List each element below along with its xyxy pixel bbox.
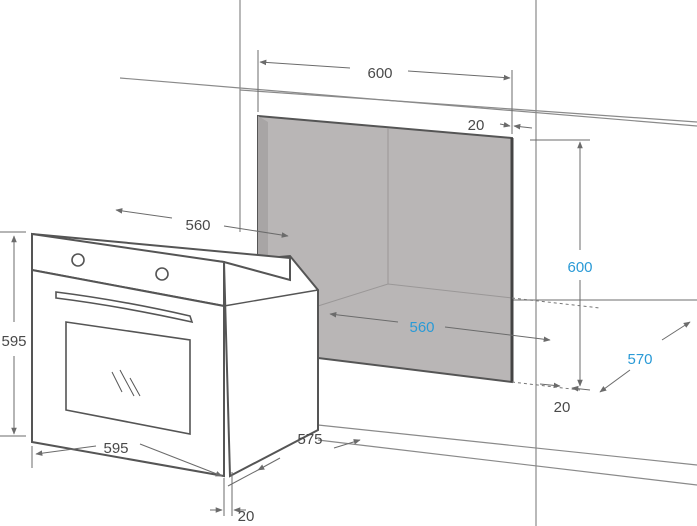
cabinet-floor-line	[317, 424, 697, 466]
dim-oven-width-b	[139, 443, 223, 477]
glass-reflection-1	[111, 371, 123, 393]
oven-door	[31, 268, 225, 478]
dim-inner-width-b	[444, 326, 551, 343]
label-niche-depth: 570	[627, 351, 652, 368]
dim-depth-a	[599, 369, 631, 393]
glass-reflection-3	[129, 377, 141, 397]
dim-oven-depth-a	[257, 457, 281, 471]
oven-window	[65, 321, 191, 435]
dim-side-gap-b	[513, 123, 533, 130]
cabinet-floor-line-2	[317, 439, 697, 486]
cavity-left-wall	[258, 116, 268, 270]
label-niche-height: 600	[567, 259, 592, 276]
label-oven-width: 595	[103, 440, 128, 457]
cavity-floor-edge	[317, 283, 513, 307]
label-niche-side-gap: 20	[468, 117, 485, 134]
oven-handle	[55, 291, 194, 324]
dim-oven-depth-b	[333, 439, 361, 449]
label-oven-height: 595	[1, 333, 26, 350]
oven-knob-left	[71, 253, 85, 267]
label-oven-top-width: 560	[185, 217, 210, 234]
dim-bottom-gap-b	[571, 385, 591, 392]
dim-oven-width-a	[35, 445, 97, 456]
dim-side-gap-a	[499, 122, 511, 128]
oven-knob-right	[155, 267, 169, 281]
label-niche-bottom-gap: 20	[554, 399, 571, 416]
dim-inner-width-a	[329, 311, 399, 323]
dim-oven-top-a	[115, 208, 173, 219]
label-niche-inner-width: 560	[409, 319, 434, 336]
label-oven-front-depth: 20	[238, 508, 255, 525]
dim-oven-depth-stub	[227, 469, 259, 487]
cavity-bottom-dashed	[511, 381, 581, 391]
dim-oven-top-b	[223, 225, 289, 238]
oven-side-top-edge	[223, 289, 319, 307]
cavity-floor-dashed	[511, 297, 601, 309]
dim-niche-width-b	[407, 70, 511, 81]
oven	[31, 232, 319, 478]
dimension-lines	[0, 50, 691, 516]
label-niche-width: 600	[367, 65, 392, 82]
dim-depth-b	[661, 321, 691, 341]
glass-reflection-2	[119, 369, 135, 397]
label-oven-depth: 575	[297, 431, 322, 448]
dim-niche-width-a	[259, 59, 351, 69]
dim-bottom-gap-a	[539, 382, 561, 389]
cabinet-top-inner-line	[239, 89, 697, 123]
